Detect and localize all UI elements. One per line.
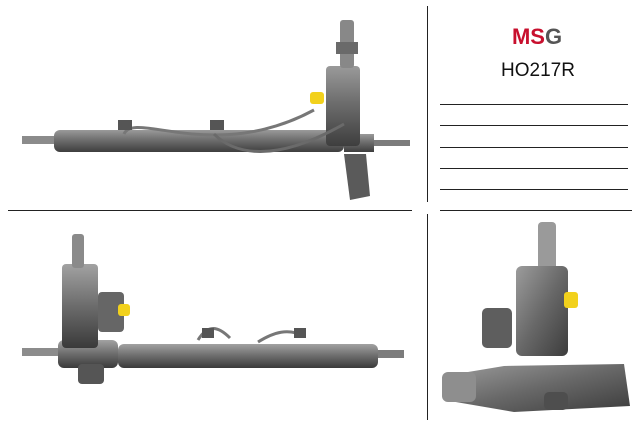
divider-vertical-top: [427, 6, 428, 202]
note-line: [440, 147, 628, 148]
note-line: [440, 189, 628, 190]
note-line: [440, 168, 628, 169]
brand-logo: MSG: [498, 24, 576, 50]
product-code: HO217R: [501, 60, 575, 81]
note-line: [440, 104, 628, 105]
note-line: [440, 125, 628, 126]
steering-rack-closeup-view: [442, 222, 630, 412]
steering-rack-bottom-view: [22, 234, 404, 384]
divider-horizontal-right: [440, 210, 632, 211]
steering-rack-top-view: [22, 20, 410, 200]
brand-logo-part1: MS: [511, 24, 545, 49]
divider-vertical-bottom: [427, 214, 428, 420]
divider-horizontal-left: [8, 210, 412, 211]
brand-logo-part2: G: [544, 24, 563, 49]
